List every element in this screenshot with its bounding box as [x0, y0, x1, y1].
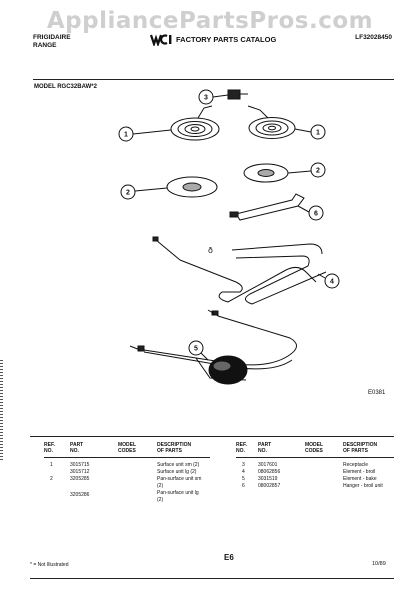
pan-surface-unit-right-icon — [243, 163, 289, 183]
footer-divider — [30, 578, 394, 580]
footnote: * = Not Illustrated — [30, 562, 69, 568]
brand-block: FRIGIDAIRE RANGE — [33, 34, 71, 50]
surface-unit-left-icon — [170, 105, 220, 141]
receptacle-icon — [227, 89, 241, 100]
broil-hanger-icon — [229, 193, 305, 221]
catalog-code: LF32028450 — [355, 34, 392, 41]
header-ref-no-left: REF.NO. — [44, 442, 55, 454]
callout-4 — [324, 273, 340, 289]
catalog-date: 10/89 — [372, 561, 386, 567]
product-type: RANGE — [33, 42, 57, 49]
pan-surface-unit-left-icon — [166, 176, 218, 198]
brand-name: FRIGIDAIRE — [33, 34, 71, 41]
header-ref-no-right: REF.NO. — [236, 442, 247, 454]
catalog-title-text: FACTORY PARTS CATALOG — [176, 35, 277, 44]
part-mark: ð — [208, 246, 213, 255]
figure-reference: E0381 — [368, 390, 386, 396]
callout-1-right-label: 1 — [316, 130, 320, 137]
watermark: AppliancePartsPros.com — [46, 8, 374, 34]
page-number: E6 — [224, 553, 234, 562]
header-underline-right — [236, 457, 394, 458]
callout-2-right — [310, 162, 326, 178]
callout-6 — [308, 205, 324, 221]
scan-edge-marks — [0, 360, 3, 460]
header-underline-left — [44, 457, 210, 458]
callout-6-label: 6 — [314, 211, 318, 218]
wci-logo-icon — [150, 33, 172, 46]
callout-4-label: 4 — [330, 279, 334, 286]
callout-2-left-label: 2 — [126, 190, 130, 197]
bake-element-icon — [129, 309, 297, 385]
exploded-parts-diagram: 3 1 1 2 2 6 4 5 ð — [118, 89, 340, 385]
callout-1-left-label: 1 — [124, 132, 128, 139]
callout-2-right-label: 2 — [316, 168, 320, 175]
surface-unit-right-icon — [247, 105, 296, 139]
header-divider — [33, 79, 394, 81]
callout-5 — [188, 340, 204, 356]
catalog-title: FACTORY PARTS CATALOG — [150, 33, 276, 46]
callout-3-label: 3 — [204, 95, 208, 102]
model-label: MODEL RGC32BAW*2 — [34, 84, 97, 90]
callout-5-label: 5 — [194, 346, 198, 353]
callout-2-left — [120, 184, 136, 200]
broil-element-icon — [152, 236, 327, 305]
table-top-divider — [30, 436, 394, 438]
